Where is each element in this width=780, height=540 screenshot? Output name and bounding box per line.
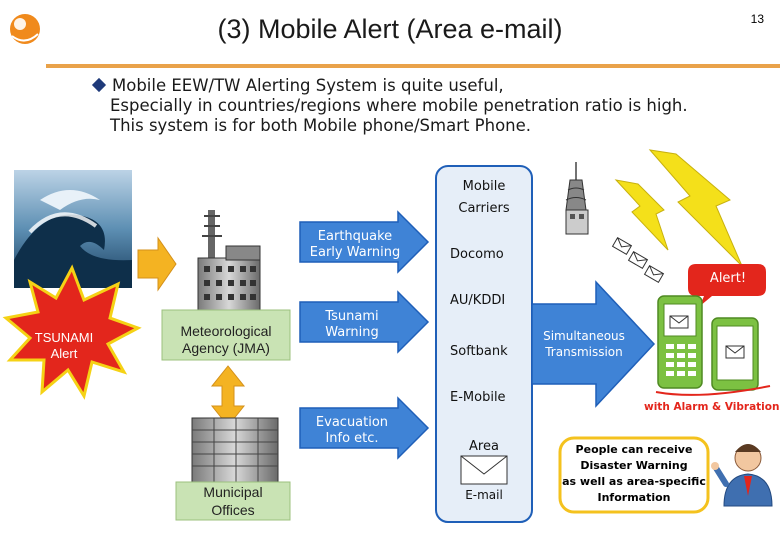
carriers-heading: Mobile Carriers (458, 179, 510, 216)
municipal-label: Municipal Offices (203, 484, 263, 518)
orange-arrow (137, 236, 177, 292)
bullet-line-3: This system is for both Mobile phone/Sma… (110, 116, 532, 135)
title-divider (46, 64, 780, 68)
carrier-au-kddi: AU/KDDI (450, 293, 506, 308)
carrier-softbank: Softbank (450, 344, 508, 359)
eew-label: Earthquake Early Warning (309, 229, 401, 260)
evac-label: Evacuation Info etc. (315, 415, 389, 446)
tw-label: Tsunami Warning (325, 309, 379, 340)
tsunami-alert-label: TSUNAMI Alert (34, 330, 94, 361)
people-info-text: People can receive Disaster Warning as w… (562, 443, 706, 504)
alarm-vibration-caption: with Alarm & Vibration (644, 401, 780, 413)
mobile-phone-icon (657, 295, 703, 389)
alert-bubble (688, 264, 766, 306)
area-label: Area (469, 439, 499, 454)
jma-label: Meteorological Agency (JMA) (180, 323, 272, 356)
antenna-tower-icon (565, 162, 589, 235)
slide-title: (3) Mobile Alert (Area e-mail) (217, 14, 563, 44)
tsunami-alert-burst (2, 264, 142, 400)
jma-box (161, 309, 291, 361)
person-icon (711, 444, 773, 507)
signal-envelope-icon (611, 236, 665, 284)
people-info-box (558, 436, 710, 514)
page-number: 13 (750, 12, 764, 26)
municipal-box (175, 481, 291, 521)
bullet-line-2: Especially in countries/regions where mo… (110, 96, 688, 115)
transmission-arrow (531, 280, 656, 408)
lightning-icon (648, 149, 743, 267)
email-label: E-mail (465, 488, 503, 502)
bullet-line-1: Mobile EEW/TW Alerting System is quite u… (112, 76, 504, 95)
carrier-docomo: Docomo (450, 247, 504, 262)
double-arrow (210, 365, 246, 427)
smart-phone-icon (711, 317, 759, 391)
lightning-icon (614, 179, 669, 251)
carrier-e-mobile: E-Mobile (450, 390, 506, 405)
bullet-text: Mobile EEW/TW Alerting System is quite u… (91, 76, 688, 136)
eew-arrow (299, 210, 430, 274)
jma-tower-icon (197, 210, 261, 311)
tw-arrow (299, 290, 430, 354)
evac-arrow (299, 396, 430, 460)
simultaneous-label: Simultaneous Transmission (543, 329, 625, 359)
phones-highlight (655, 385, 771, 396)
envelope-icon (460, 455, 508, 485)
alert-label: Alert! (709, 271, 747, 286)
company-logo-icon (10, 14, 40, 44)
municipal-building-icon (191, 417, 279, 483)
